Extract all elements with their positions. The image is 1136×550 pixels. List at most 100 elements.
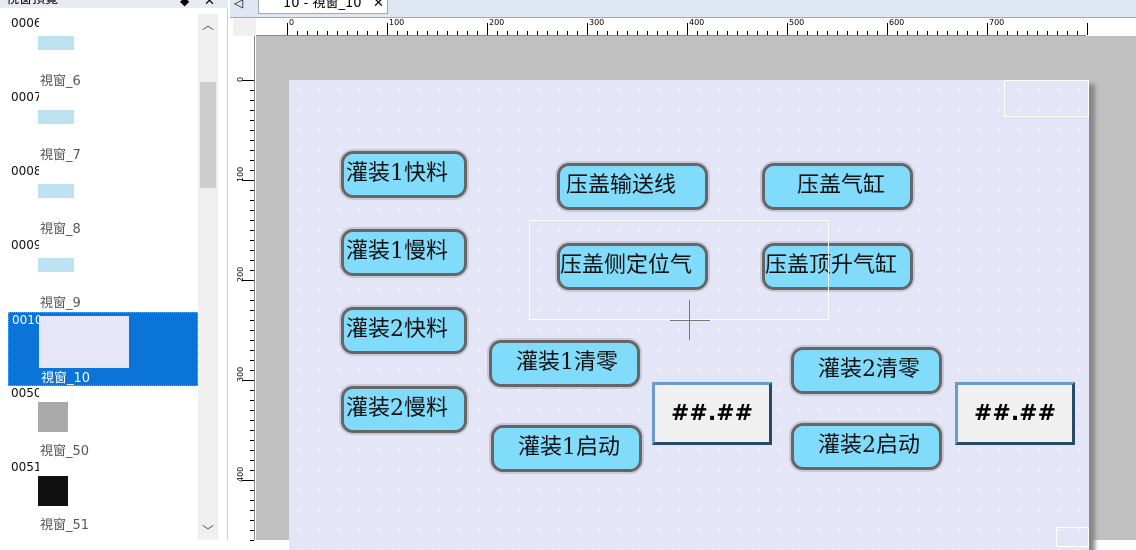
ruler-tick (477, 31, 478, 35)
ruler-tick (250, 110, 254, 111)
ruler-tick (657, 31, 658, 35)
thumbnail (38, 110, 74, 124)
cap-lift-cylinder-button[interactable]: 压盖顶升气缸 (762, 243, 913, 290)
ruler-tick (250, 130, 254, 131)
fill1-slow-button[interactable]: 灌装1慢料 (341, 229, 467, 276)
scroll-down-icon[interactable]: ﹀ (202, 524, 215, 538)
ruler-tick (717, 31, 718, 35)
thumbnail (38, 184, 74, 198)
ruler-tick (707, 31, 708, 35)
ruler-tick (947, 31, 948, 35)
ruler-tick (637, 31, 638, 35)
scroll-up-icon[interactable]: ︿ (202, 18, 215, 32)
thumbnail (38, 258, 74, 272)
ruler-label: 300 (589, 18, 605, 27)
fill2-fast-button[interactable]: 灌装2快料 (341, 307, 467, 354)
ruler-tick (250, 140, 254, 141)
thumbnail (38, 402, 68, 432)
ruler-tick (1017, 31, 1018, 35)
ruler-tick (250, 310, 254, 311)
ruler-tick (857, 31, 858, 35)
cap-conveyor-button[interactable]: 压盖输送线 (557, 163, 708, 210)
ruler-tick (297, 31, 298, 35)
ruler-tick (250, 330, 254, 331)
ruler-tick (250, 200, 254, 201)
ruler-tick (1067, 31, 1068, 35)
fill2-value-display[interactable]: ##.## (955, 382, 1075, 445)
ruler-tick (250, 390, 254, 391)
ruler-tick (307, 31, 308, 35)
ruler-tick (250, 290, 254, 291)
ruler-tick (242, 80, 254, 81)
ruler-label: 600 (889, 18, 905, 27)
ruler-tick (1027, 31, 1028, 35)
cap-side-position-button[interactable]: 压盖侧定位气 (557, 243, 708, 290)
ruler-tick (327, 31, 328, 35)
ruler-tick (977, 31, 978, 35)
fill1-start-button[interactable]: 灌装1启动 (491, 425, 642, 472)
ruler-tick (917, 31, 918, 35)
ruler-tick (1077, 31, 1078, 35)
ruler-tick (250, 360, 254, 361)
ruler-tick (317, 31, 318, 35)
ruler-label: 500 (789, 18, 805, 27)
ruler-tick (1037, 31, 1038, 35)
ruler-tick (250, 470, 254, 471)
ruler-tick (567, 31, 568, 35)
fill1-reset-button[interactable]: 灌装1清零 (489, 340, 640, 387)
close-tab-icon[interactable]: ✕ (373, 0, 384, 11)
ruler-tick (250, 270, 254, 271)
ruler-tick (577, 31, 578, 35)
ruler-tick (377, 31, 378, 35)
ruler-tick (417, 31, 418, 35)
close-icon[interactable]: ✕ (204, 0, 215, 9)
ruler-tick (907, 31, 908, 35)
fill2-slow-button[interactable]: 灌装2慢料 (341, 386, 467, 433)
fill1-value-display[interactable]: ##.## (652, 382, 772, 445)
ruler-tick (527, 31, 528, 35)
ruler-tick (537, 31, 538, 35)
fill2-start-button[interactable]: 灌装2启动 (791, 423, 942, 470)
tab-bar: ◁ (230, 0, 1136, 18)
ruler-tick (967, 31, 968, 35)
ruler-tick (250, 250, 254, 251)
ruler-tick (777, 31, 778, 35)
cap-cylinder-button[interactable]: 压盖气缸 (762, 163, 913, 210)
ruler-tick (437, 31, 438, 35)
tab-scroll-left-icon[interactable]: ◁ (234, 0, 244, 10)
ruler-tick (607, 31, 608, 35)
ruler-tick (250, 260, 254, 261)
ruler-tick (250, 340, 254, 341)
ruler-tick (250, 440, 254, 441)
ruler-corner (233, 18, 256, 36)
placeholder-frame[interactable] (1004, 80, 1089, 117)
ruler-tick (250, 90, 254, 91)
scrollbar-thumb[interactable] (200, 82, 216, 188)
placeholder-frame[interactable] (1056, 527, 1089, 547)
ruler-label: 100 (236, 166, 245, 182)
fill2-reset-button[interactable]: 灌装2清零 (791, 347, 942, 394)
tab-window-10[interactable]: 10 - 視窗_10✕ (258, 0, 388, 14)
ruler-tick (250, 370, 254, 371)
ruler-tick (517, 31, 518, 35)
ruler-label: 100 (389, 18, 405, 27)
dropdown-icon[interactable]: ◆ (180, 0, 190, 8)
ruler-tick (397, 31, 398, 35)
ruler-tick (507, 31, 508, 35)
ruler-tick (1047, 31, 1048, 35)
ruler-tick (250, 430, 254, 431)
ruler-tick (250, 450, 254, 451)
ruler-tick (250, 460, 254, 461)
ruler-tick (457, 31, 458, 35)
fill1-fast-button[interactable]: 灌装1快料 (341, 151, 467, 198)
ruler-tick (927, 31, 928, 35)
